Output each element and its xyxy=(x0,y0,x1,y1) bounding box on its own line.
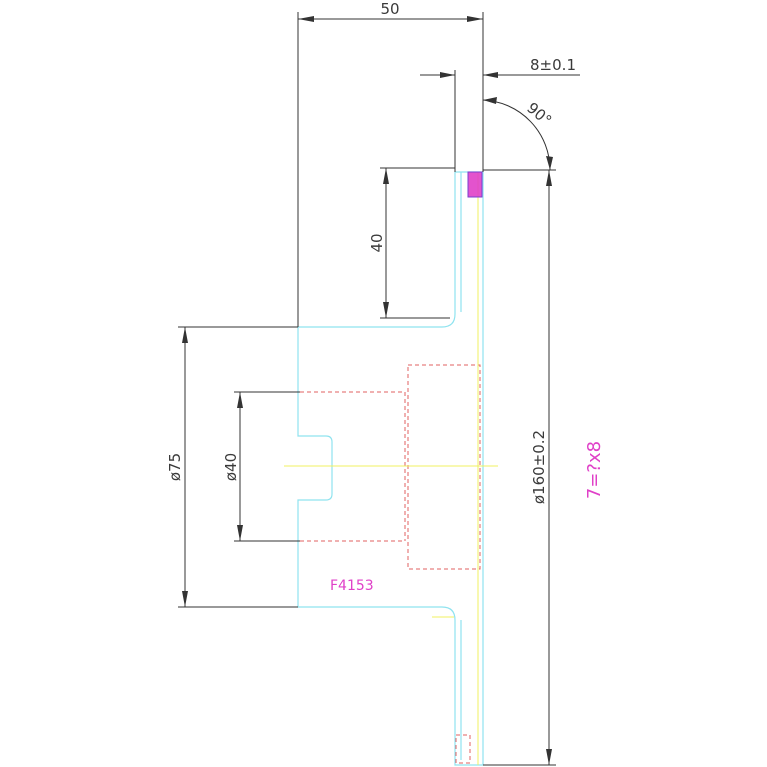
dim-bore-diameter: ø40 xyxy=(222,391,300,542)
dim-hub-diameter: ø75 xyxy=(166,326,298,608)
part-outline xyxy=(297,171,484,766)
gear-spec-label: 7=?x8 xyxy=(584,441,605,499)
dim-tooth-width: 8±0.1 xyxy=(420,56,580,172)
dim-hub-diameter-text: ø75 xyxy=(166,453,184,481)
dim-tooth-width-text: 8±0.1 xyxy=(530,56,576,74)
dim-width-top-text: 50 xyxy=(380,0,399,18)
dim-outer-diameter-text: ø160±0.2 xyxy=(530,430,548,504)
part-code-label: F4153 xyxy=(330,578,374,594)
dim-width-top: 50 xyxy=(297,0,484,327)
center-axis xyxy=(284,172,498,765)
dim-angle-text: 90° xyxy=(523,99,555,130)
dim-outer-diameter: ø160±0.2 xyxy=(483,169,556,766)
dim-tooth-height: 40 xyxy=(368,167,455,319)
hidden-lines xyxy=(300,364,481,764)
dim-bore-diameter-text: ø40 xyxy=(222,453,240,481)
dim-tooth-height-text: 40 xyxy=(368,233,386,252)
dim-angle: 90° xyxy=(482,97,555,171)
tooth-marker xyxy=(468,172,482,197)
